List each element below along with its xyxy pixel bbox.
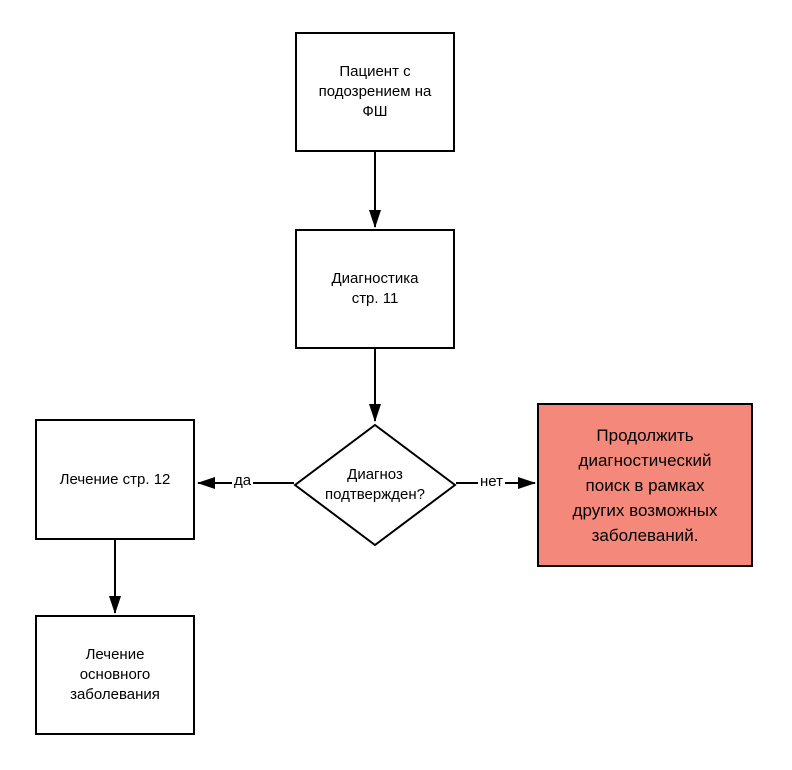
- node-diagnostics-label: Диагностика стр. 11: [331, 270, 419, 307]
- node-decision: Диагноз подтвержден?: [293, 423, 457, 547]
- node-patient-label: Пациент с подозрением на ФШ: [318, 63, 432, 120]
- node-treatment-label: Лечение стр. 12: [59, 470, 171, 488]
- edge-label-no: нет: [478, 473, 505, 491]
- node-underlying-treatment: Лечение основного заболевания: [35, 615, 195, 735]
- node-diagnostics: Диагностика стр. 11: [295, 229, 455, 349]
- node-underlying-treatment-label: Лечение основного заболевания: [70, 646, 160, 703]
- edge-label-yes: да: [232, 472, 254, 490]
- node-patient: Пациент с подозрением на ФШ: [295, 32, 455, 152]
- diamond-shape: [293, 423, 457, 547]
- node-continue-search-label: Продолжить диагностический поиск в рамка…: [572, 425, 718, 545]
- node-decision-label: Диагноз подтвержден?: [325, 466, 425, 503]
- node-treatment: Лечение стр. 12: [35, 419, 195, 540]
- node-continue-search: Продолжить диагностический поиск в рамка…: [537, 403, 753, 567]
